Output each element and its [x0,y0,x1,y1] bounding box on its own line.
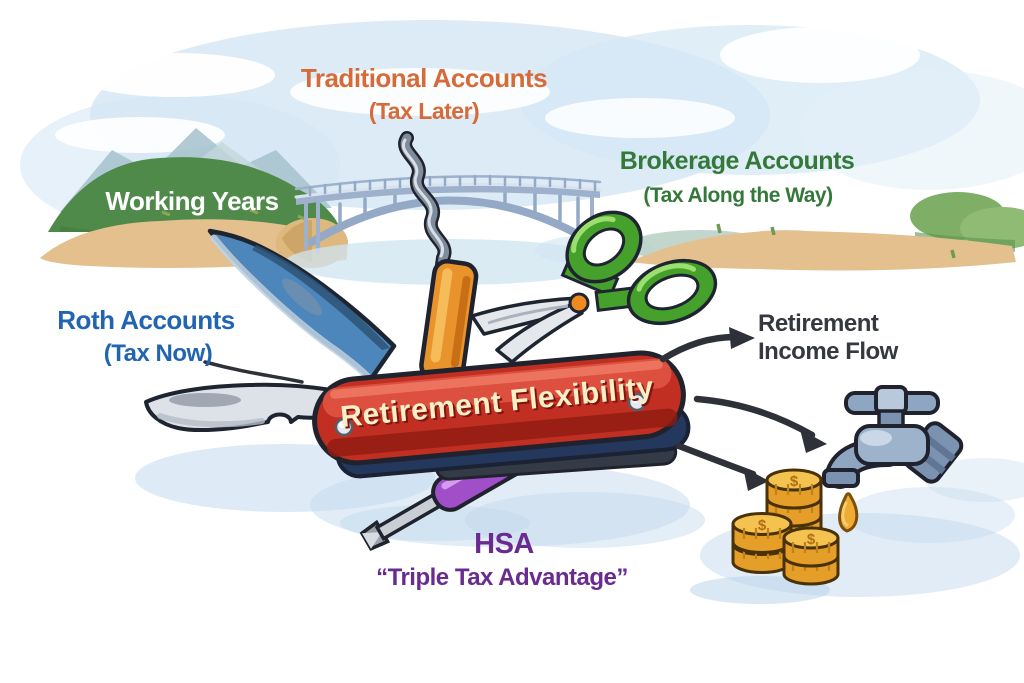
label-roth-accounts: Roth Accounts [57,305,234,335]
roth-leader-line [203,360,304,384]
small-blade [144,382,338,433]
coin-dollar-sign: $ [790,473,799,490]
bridge [294,174,602,254]
coin-stacks: $ $ $ [731,468,840,586]
coin-dollar-sign: $ [758,517,767,534]
label-brokerage-sub: (Tax Along the Way) [643,184,832,207]
label-income-flow-line1: Retirement [758,310,879,337]
green-hill [48,157,342,232]
bridge-arch [308,196,592,246]
large-blade [207,228,397,382]
scissors-tool [470,210,718,364]
coin-stack-left: $ [731,512,793,574]
faucet-mouth [822,468,860,488]
coin-dollar-sign: $ [807,531,816,548]
flow-arrow-middle [693,395,816,439]
scissors-handle-lower [626,258,718,326]
right-landscape [628,192,1024,271]
scissors-handle-upper [565,210,643,284]
label-hsa-sub: “Triple Tax Advantage” [376,564,628,591]
left-landscape [40,128,348,268]
labels: Traditional Accounts (Tax Later) Brokera… [57,63,899,591]
coin-stack-right: $ [782,526,840,586]
label-roth-sub: (Tax Now) [104,340,212,367]
label-hsa: HSA [474,528,534,560]
scissors-pivot [568,292,590,314]
flow-arrows [203,327,827,491]
beach-right [630,230,1016,271]
bridge-railing [294,175,602,191]
awl-tool [419,258,479,383]
label-working-years: Working Years [105,186,278,216]
label-traditional-accounts: Traditional Accounts [301,63,547,93]
label-brokerage-accounts: Brokerage Accounts [620,147,855,175]
knife-rivets [334,392,647,437]
scissors-blade-lower [495,300,584,364]
nail-nick [169,393,241,407]
swiss-army-knife: Retirement Flexibility Retirement Flexib… [144,131,718,552]
faucet-icon [822,385,964,533]
corkscrew-tool [398,131,452,279]
knife-body [312,350,686,466]
label-traditional-sub: (Tax Later) [369,98,479,124]
label-income-flow-line2: Income Flow [758,338,899,365]
